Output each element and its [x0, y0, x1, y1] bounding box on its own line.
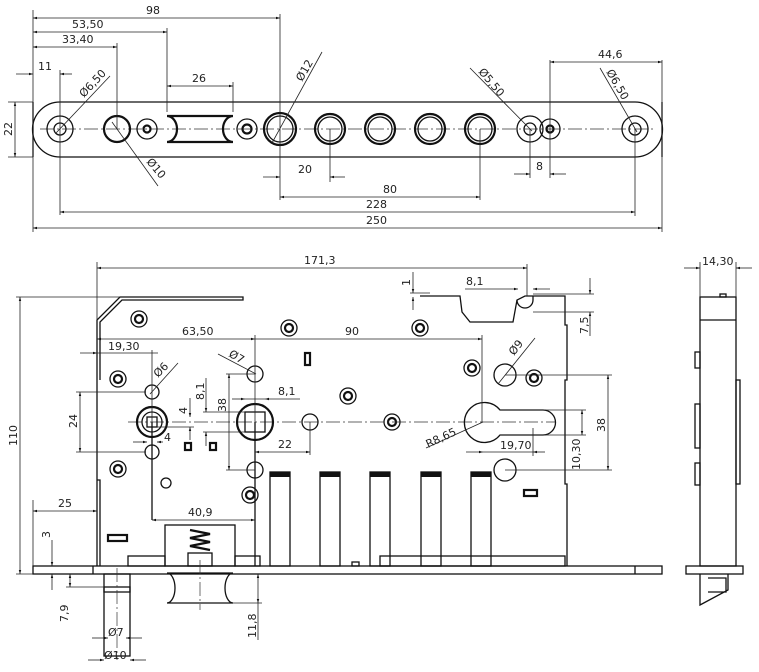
dim-171-3: 171,3	[304, 254, 336, 267]
dim-40-9: 40,9	[188, 506, 213, 519]
dim-1: 1	[400, 279, 413, 286]
dim-8-1-top: 8,1	[466, 275, 484, 288]
side-faceplate	[685, 565, 744, 575]
dim-53-50: 53,50	[72, 18, 104, 31]
latch-mechanism	[103, 524, 566, 660]
dim-11-8: 11,8	[246, 614, 259, 639]
dim-8-1-vertical: 8,1	[194, 383, 207, 401]
side-view: 14,30	[684, 255, 752, 607]
dim-110: 110	[7, 425, 20, 446]
dim-4-vertical: 4	[177, 407, 190, 414]
dim-90: 90	[345, 325, 359, 338]
front-dimensions: 171,3 110 63,50 90 19,30 Ø6 Ø7 24 4 4 8,…	[7, 254, 612, 662]
dim-20: 20	[298, 163, 312, 176]
dim-98: 98	[146, 4, 160, 17]
lock-faceplate-edge	[32, 565, 663, 575]
dim-dia-6-50-right: Ø6,50	[603, 67, 631, 102]
dim-19-30: 19,30	[108, 340, 140, 353]
dim-14-30: 14,30	[702, 255, 734, 268]
dim-7-9: 7,9	[58, 605, 71, 623]
dim-25: 25	[58, 497, 72, 510]
dim-3: 3	[40, 531, 53, 538]
dim-19-70: 19,70	[500, 439, 532, 452]
dim-8-1-horizontal: 8,1	[278, 385, 296, 398]
dim-11: 11	[38, 60, 52, 73]
dim-r8-65: R8,65	[424, 425, 459, 450]
dim-dia-10-bolt: Ø10	[104, 649, 127, 662]
latch-slot	[166, 114, 234, 144]
side-case	[699, 296, 737, 567]
dim-10-30: 10,30	[570, 439, 583, 471]
keyhole	[463, 401, 557, 444]
faceplate-view: 98 53,50 33,40 11 22 26 Ø6,50 Ø10 Ø12 20…	[2, 4, 664, 232]
dim-44-6: 44,6	[598, 48, 623, 61]
faceplate-dimensions: 98 53,50 33,40 11 22 26 Ø6,50 Ø10 Ø12 20…	[2, 4, 663, 232]
dim-24: 24	[67, 414, 80, 428]
dim-dia-7: Ø7	[227, 347, 247, 366]
lock-case-outline	[96, 295, 568, 566]
spring-icon	[189, 528, 211, 552]
screw-bosses	[109, 310, 543, 504]
dim-63-50: 63,50	[182, 325, 214, 338]
faceplate-outline	[31, 101, 664, 158]
dim-8: 8	[536, 160, 543, 173]
dim-22: 22	[278, 438, 292, 451]
dim-dia-9: Ø9	[506, 337, 526, 357]
dim-7-5: 7,5	[578, 317, 591, 335]
dim-dia-6-50-left: Ø6,50	[77, 67, 109, 100]
dim-80: 80	[383, 183, 397, 196]
dim-dia-12: Ø12	[293, 57, 316, 83]
dim-dia-5-50: Ø5,50	[476, 66, 507, 100]
dim-228: 228	[366, 198, 387, 211]
dim-22: 22	[2, 122, 15, 136]
dim-38-right: 38	[595, 418, 608, 432]
dim-250: 250	[366, 214, 387, 227]
bolt-bars	[269, 471, 492, 567]
dim-dia-7-bolt: Ø7	[108, 626, 124, 639]
dim-33-40: 33,40	[62, 33, 94, 46]
front-view: 171,3 110 63,50 90 19,30 Ø6 Ø7 24 4 4 8,…	[7, 254, 663, 662]
dim-26: 26	[192, 72, 206, 85]
dim-dia-10: Ø10	[144, 156, 169, 182]
follower-holes	[106, 351, 539, 543]
dim-38-left: 38	[216, 398, 229, 412]
dim-dia-6: Ø6	[151, 360, 171, 380]
dim-4-horizontal: 4	[164, 431, 171, 444]
